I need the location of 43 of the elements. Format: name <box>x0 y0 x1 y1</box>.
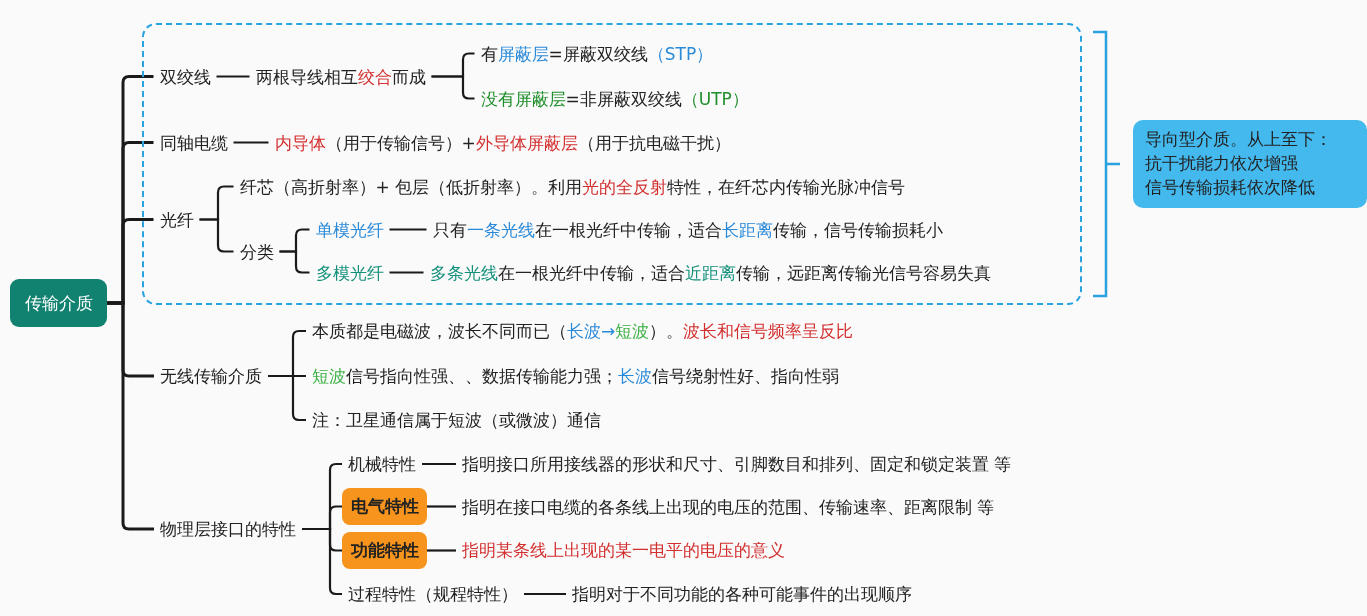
callout-box <box>1133 120 1367 208</box>
branch-text: 没有屏蔽层=非屏蔽双绞线（UTP） <box>474 85 755 112</box>
branch-text: 本质都是电磁波，波长不同而已（长波→短波）。波长和信号频率呈反比 <box>306 318 860 344</box>
connector-line <box>216 75 250 78</box>
callout-text: 导向型介质。从上至下： <box>1145 128 1332 151</box>
branch-text: 双绞线 <box>153 63 217 90</box>
branch-text: 两根导线相互绞合而成 <box>249 63 432 90</box>
highlight-box: 功能特性 <box>342 532 427 569</box>
branch-text: 多模光纤 <box>309 259 390 286</box>
branch-text: 短波信号指向性强、、数据传输能力强；长波信号绕射性好、指向性弱 <box>306 363 845 389</box>
branch-text: 同轴电缆 <box>153 129 234 156</box>
branch-text: 物理层接口的特性 <box>154 516 302 542</box>
branch-text: 有屏蔽层=屏蔽双绞线（STP） <box>474 40 720 67</box>
branch-text: 只有一条光线在一根光纤中传输，适合长距离传输，信号传输损耗小 <box>426 216 949 243</box>
branch-text: 注：卫星通信属于短波（或微波）通信 <box>306 407 607 433</box>
branch-text: 过程特性（规程特性） <box>342 581 524 607</box>
branch-text: 多条光线在一根光纤中传输，适合近距离传输，远距离传输光信号容易失真 <box>423 259 997 286</box>
connector-line <box>431 75 475 100</box>
branch-text: 指明对于不同功能的各种可能事件的出现顺序 <box>566 581 918 607</box>
branch-text: 分类 <box>233 238 280 265</box>
branch-text: 纤芯（高折射率）+ 包层（低折射率）。利用光的全反射特性，在纤芯内传输光脉冲信号 <box>233 173 912 200</box>
branch-text: 光纤 <box>153 206 200 233</box>
connector-line <box>422 462 456 466</box>
callout-text: 信号传输损耗依次降低 <box>1145 176 1315 199</box>
connector-line <box>427 549 456 552</box>
branch-text: 指明某条线上出现的某一电平的电压的意义 <box>456 537 791 563</box>
connector-line <box>389 228 427 231</box>
connector-line <box>389 271 424 274</box>
connector-line <box>427 505 456 508</box>
branch-text: 单模光纤 <box>309 216 390 243</box>
branch-text: 机械特性 <box>342 451 422 477</box>
branch-text: 指明接口所用接线器的形状和尺寸、引脚数目和排列、固定和锁定装置 等 <box>456 451 1018 477</box>
callout-text: 抗干扰能力依次增强 <box>1145 152 1298 175</box>
connector-line <box>107 301 154 531</box>
branch-text: 指明在接口电缆的各条线上出现的电压的范围、传输速率、距离限制 等 <box>456 494 1001 520</box>
connector-line <box>279 250 310 274</box>
branch-text: 内导体（用于传输信号）+外导体屏蔽层（用于抗电磁干扰） <box>268 129 737 156</box>
connector-line <box>524 592 566 596</box>
dashed-frame <box>142 23 1082 305</box>
highlight-box: 电气特性 <box>342 488 427 525</box>
topic-box: 传输介质 <box>10 279 107 327</box>
connector-line <box>233 141 269 144</box>
branch-text: 无线传输介质 <box>154 363 268 389</box>
